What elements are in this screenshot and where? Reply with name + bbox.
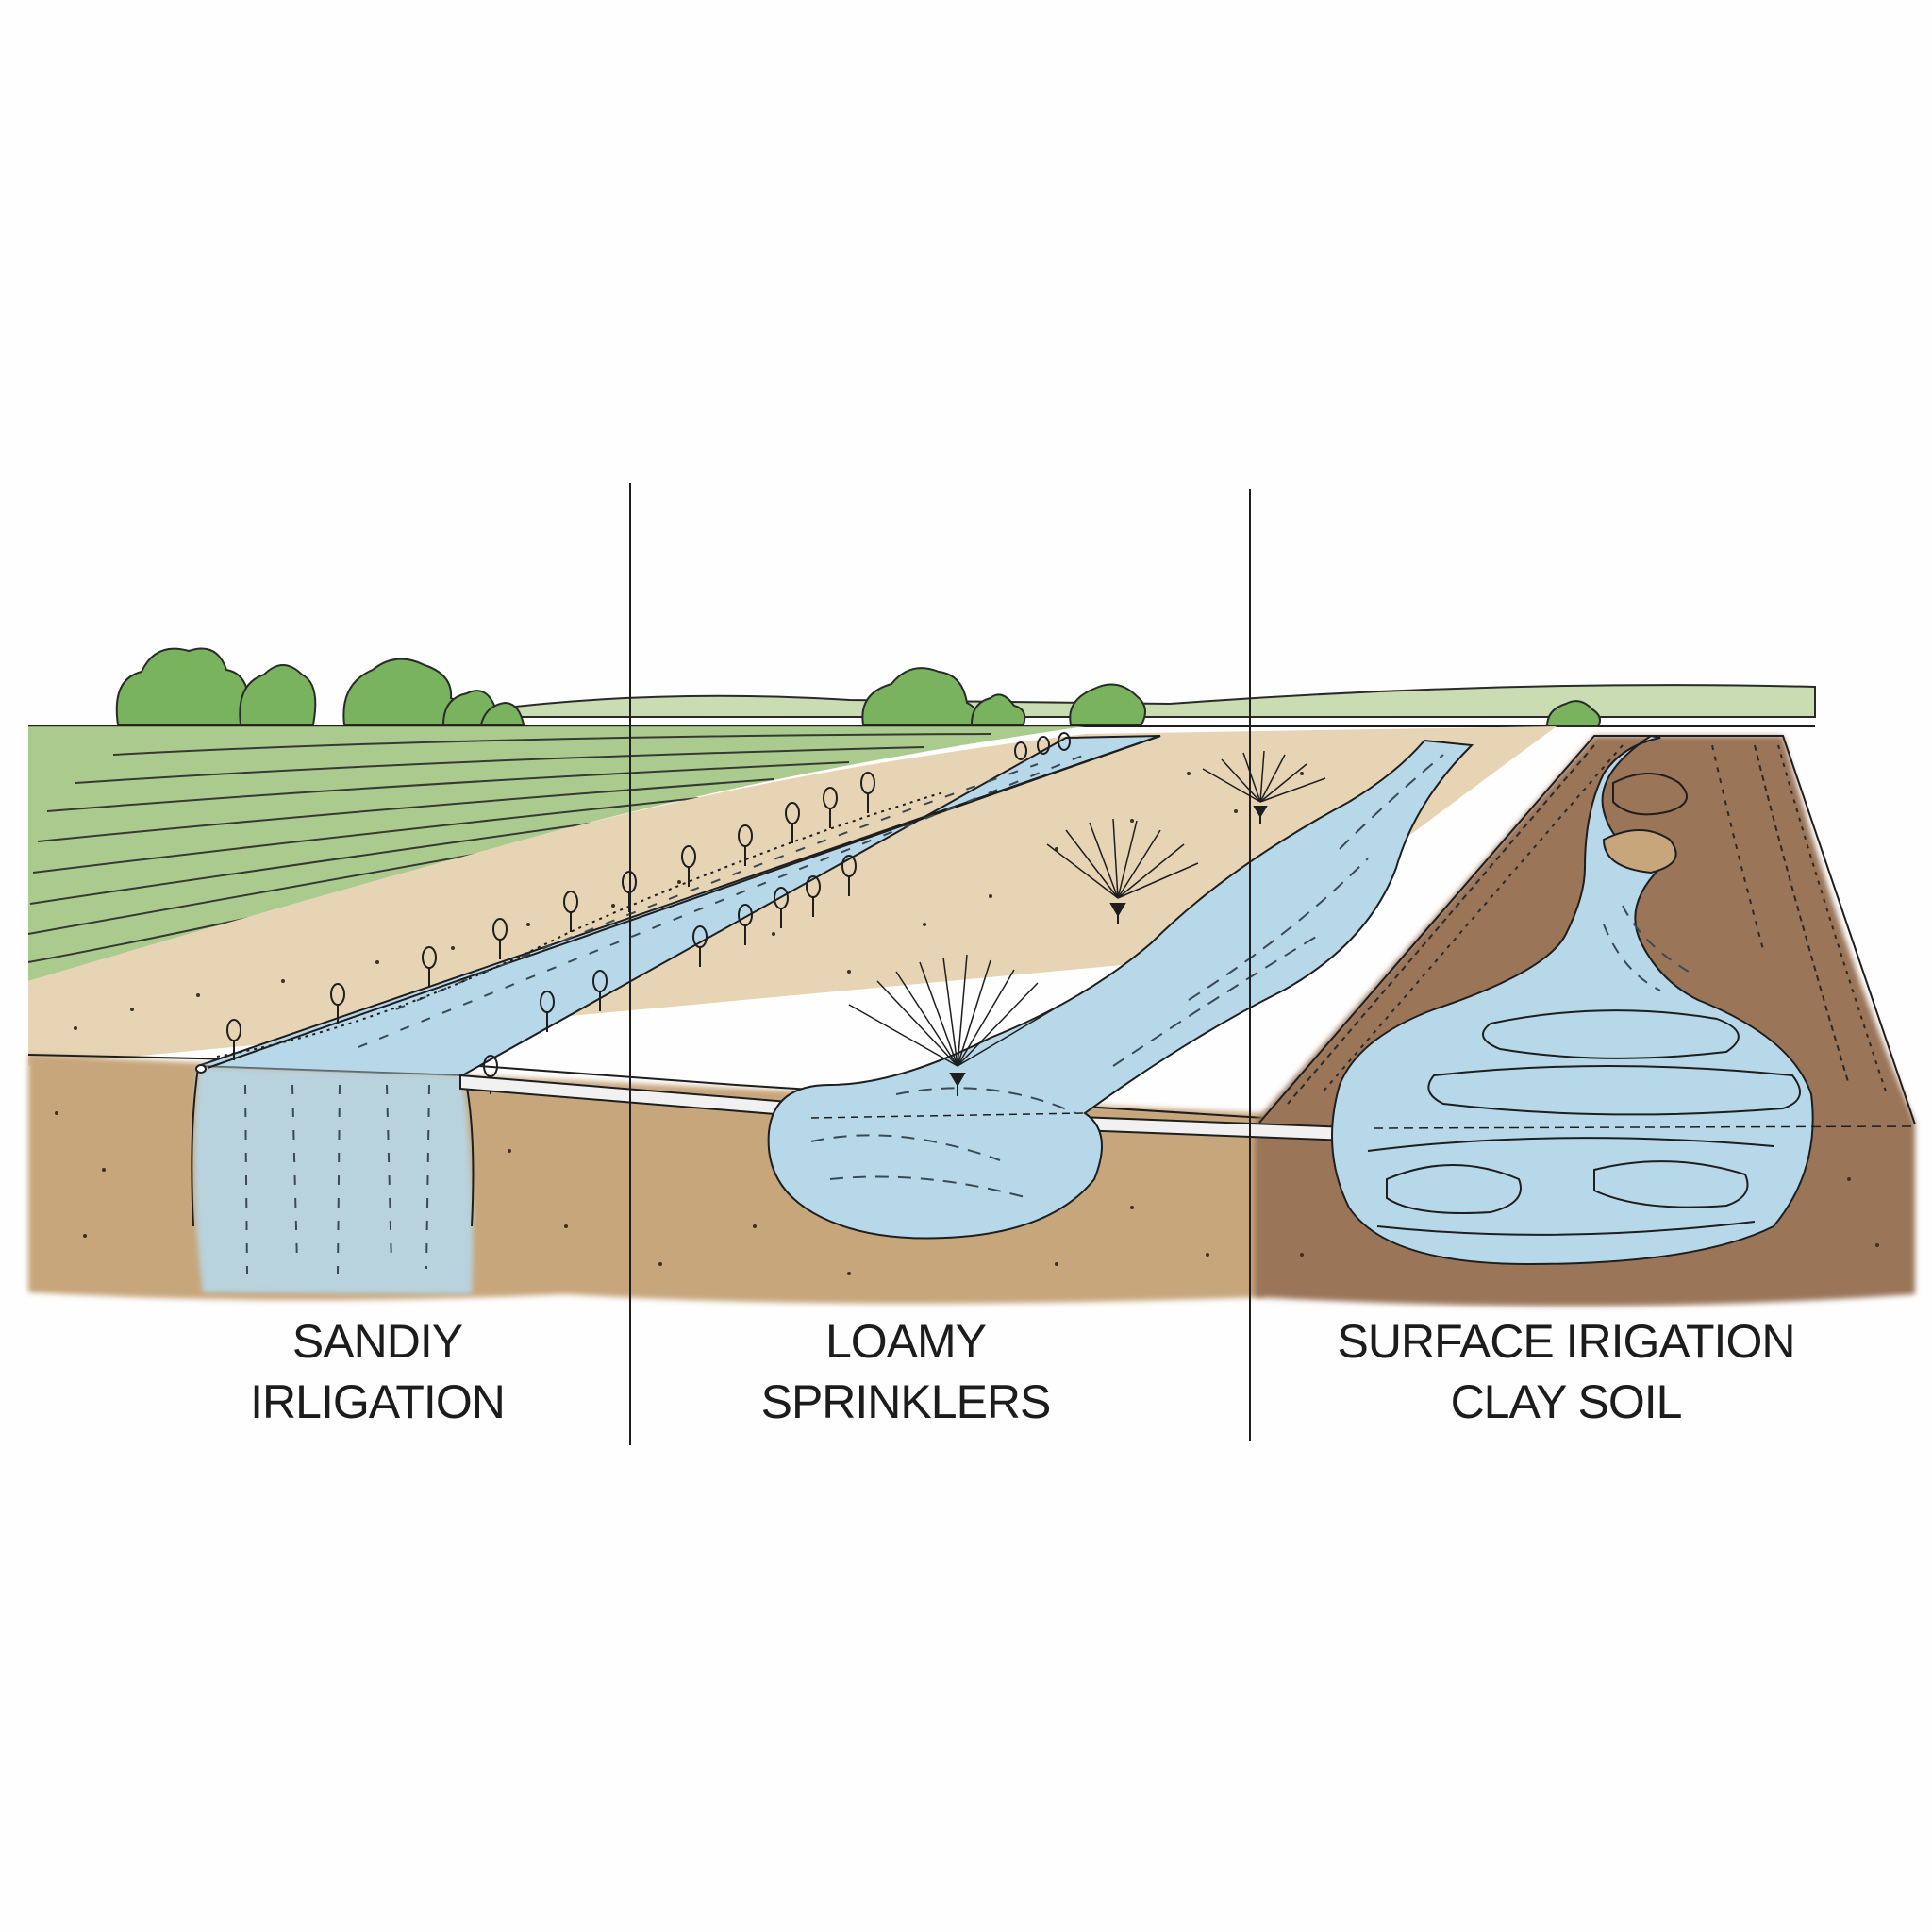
label-loamy-sprinklers: LOAMY SPRINKLERS <box>736 1311 1075 1432</box>
soil-texture <box>55 772 1879 1275</box>
label-line: SURFACE IRIGATION <box>1337 1315 1796 1368</box>
crop-row-icon <box>1287 744 1888 1105</box>
panel-divider <box>629 483 1251 1445</box>
label-line: CLAY SOIL <box>1450 1375 1683 1428</box>
label-line: SANDIY <box>291 1315 463 1368</box>
clay-basin <box>1331 734 1916 1266</box>
tree-icon <box>115 647 1601 727</box>
label-sandy-irrigation: SANDIY IRLIGATION <box>236 1311 519 1432</box>
sprinkler-icon <box>848 750 1326 1096</box>
label-surface-irrigation-clay: SURFACE IRIGATION CLAY SOIL <box>1321 1311 1811 1432</box>
sandy-channel <box>191 735 1161 1294</box>
label-line: LOAMY <box>824 1315 987 1368</box>
label-line: SPRINKLERS <box>760 1375 1052 1428</box>
label-line: IRLIGATION <box>250 1375 506 1428</box>
loamy-pond <box>767 739 1474 1240</box>
